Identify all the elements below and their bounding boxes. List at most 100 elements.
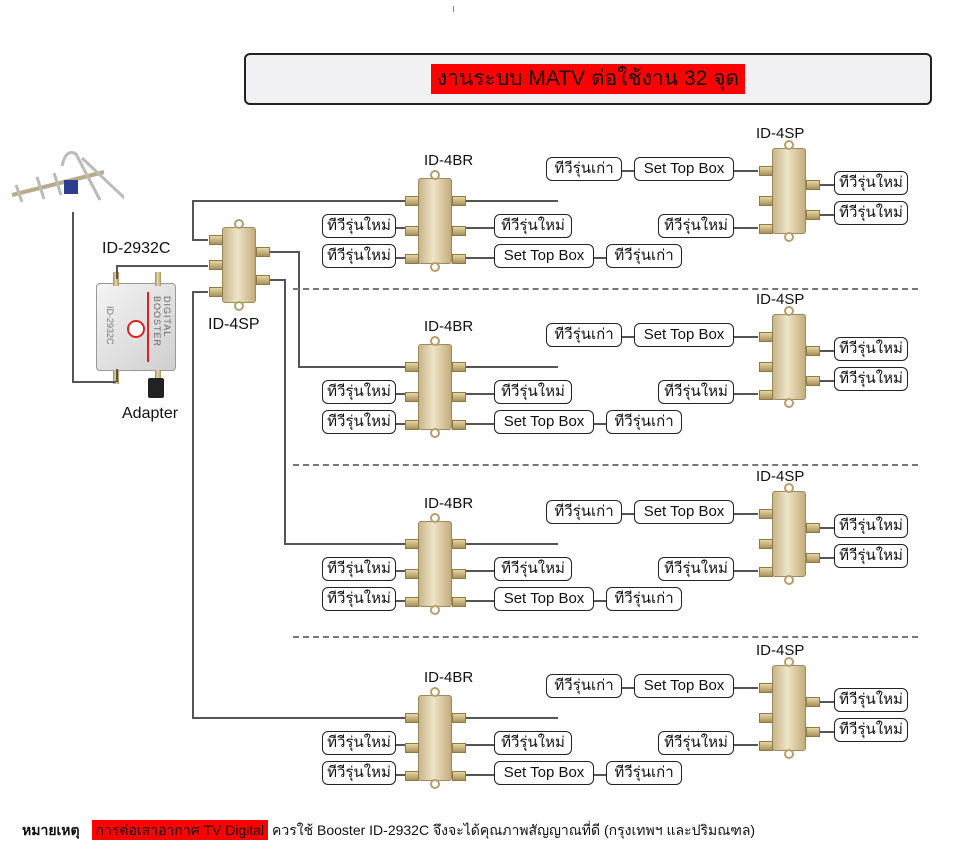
tv-new-box: ทีวีรุ่นใหม่ xyxy=(658,731,734,755)
cable xyxy=(734,336,758,338)
booster-port-power xyxy=(155,272,161,286)
tv-new-box: ทีวีรุ่นใหม่ xyxy=(494,557,572,581)
tv-new-box: ทีวีรุ่นใหม่ xyxy=(834,201,908,225)
cable xyxy=(466,393,494,395)
f-connector-port xyxy=(405,362,419,372)
tv-old-box: ทีวีรุ่นเก่า xyxy=(606,244,682,268)
cable xyxy=(820,527,834,529)
footnote: หมายเหตุ การต่อเสาอากาศ TV Digital ควรใช… xyxy=(22,820,755,842)
cable-feed-4-down xyxy=(192,291,194,717)
f-connector-port xyxy=(759,362,773,372)
tv-new-box: ทีวีรุ่นใหม่ xyxy=(834,514,908,538)
cable xyxy=(734,513,758,515)
booster-logo-icon xyxy=(127,320,145,338)
set-top-box: Set Top Box xyxy=(494,410,594,434)
f-connector-port xyxy=(209,287,223,297)
tv-old-box: ทีวีรุ่นเก่า xyxy=(606,410,682,434)
tv-new-box: ทีวีรุ่นใหม่ xyxy=(834,171,908,195)
set-top-box: Set Top Box xyxy=(494,587,594,611)
tap-device-id-4br xyxy=(405,687,466,789)
cable xyxy=(594,600,606,602)
f-connector-port xyxy=(452,196,466,206)
f-connector-port xyxy=(452,569,466,579)
cable-feed-4-stub xyxy=(192,291,208,293)
tv-new-box: ทีวีรุ่นใหม่ xyxy=(834,688,908,712)
cable xyxy=(466,227,494,229)
cable xyxy=(734,570,758,572)
cable-antenna-down xyxy=(72,212,74,382)
footnote-text: ควรใช้ Booster ID-2932C จึงจะได้คุณภาพสั… xyxy=(272,822,756,838)
cable-feed-1-stub xyxy=(192,239,208,241)
f-connector-port xyxy=(759,196,773,206)
tv-new-box: ทีวีรุ่นใหม่ xyxy=(322,244,396,268)
tap-device-id-4br xyxy=(405,170,466,272)
cable xyxy=(734,170,758,172)
f-connector-port xyxy=(452,743,466,753)
mount-ear xyxy=(784,306,794,316)
footnote-label: หมายเหตุ xyxy=(22,822,80,838)
f-connector-port xyxy=(452,713,466,723)
tv-old-box: ทีวีรุ่นเก่า xyxy=(546,674,622,698)
set-top-box: Set Top Box xyxy=(634,323,734,347)
mount-ear xyxy=(784,140,794,150)
cable-trunk-1 xyxy=(192,200,558,202)
page-title: งานระบบ MATV ต่อใช้งาน 32 จุด xyxy=(430,64,746,94)
f-connector-port xyxy=(452,597,466,607)
set-top-box: Set Top Box xyxy=(634,500,734,524)
booster-red-bar xyxy=(147,292,149,362)
cable-booster-to-splitter xyxy=(116,265,208,267)
f-connector-port xyxy=(806,727,820,737)
cable xyxy=(820,214,834,216)
f-connector-port xyxy=(759,166,773,176)
mount-ear xyxy=(430,262,440,272)
f-connector-port xyxy=(806,180,820,190)
footnote-highlight: การต่อเสาอากาศ TV Digital xyxy=(91,820,269,840)
mount-ear xyxy=(430,779,440,789)
f-connector-port xyxy=(405,597,419,607)
set-top-box: Set Top Box xyxy=(494,761,594,785)
tap-label: ID-4BR xyxy=(424,318,474,335)
f-connector-port xyxy=(405,254,419,264)
cable xyxy=(622,170,634,172)
tv-new-box: ทีวีรุ่นใหม่ xyxy=(322,380,396,404)
cable xyxy=(820,731,834,733)
f-connector-port xyxy=(452,254,466,264)
mount-ear xyxy=(784,483,794,493)
mount-ear xyxy=(234,301,244,311)
tv-old-box: ทีวีรุ่นเก่า xyxy=(546,500,622,524)
f-connector-port xyxy=(405,392,419,402)
cable xyxy=(466,423,494,425)
splitter-device-id-4sp xyxy=(759,483,820,585)
tap-label: ID-4BR xyxy=(424,495,474,512)
f-connector-port xyxy=(256,247,270,257)
splitter-device-id-4sp xyxy=(759,140,820,242)
booster-port-out xyxy=(113,272,119,286)
section-divider xyxy=(293,288,918,290)
f-connector-port xyxy=(405,713,419,723)
f-connector-port xyxy=(759,390,773,400)
f-connector-port xyxy=(452,771,466,781)
cable xyxy=(594,257,606,259)
f-connector-port xyxy=(759,539,773,549)
cable xyxy=(466,257,494,259)
splitter-label: ID-4SP xyxy=(756,125,805,142)
f-connector-port xyxy=(806,697,820,707)
title-box: งานระบบ MATV ต่อใช้งาน 32 จุด xyxy=(244,53,932,105)
f-connector-port xyxy=(759,741,773,751)
cable xyxy=(820,701,834,703)
splitter-label: ID-4SP xyxy=(756,468,805,485)
f-connector-port xyxy=(452,226,466,236)
power-adapter-icon xyxy=(148,378,164,398)
booster-device: ID-2932C DIGITAL BOOSTER xyxy=(96,272,176,384)
f-connector-port xyxy=(806,553,820,563)
f-connector-port xyxy=(405,226,419,236)
top-tick-mark xyxy=(453,6,454,12)
cable xyxy=(820,557,834,559)
f-connector-port xyxy=(405,196,419,206)
cable xyxy=(622,336,634,338)
f-connector-port xyxy=(759,509,773,519)
f-connector-port xyxy=(405,569,419,579)
mount-ear xyxy=(784,657,794,667)
tv-new-box: ทีวีรุ่นใหม่ xyxy=(834,718,908,742)
f-connector-port xyxy=(452,539,466,549)
